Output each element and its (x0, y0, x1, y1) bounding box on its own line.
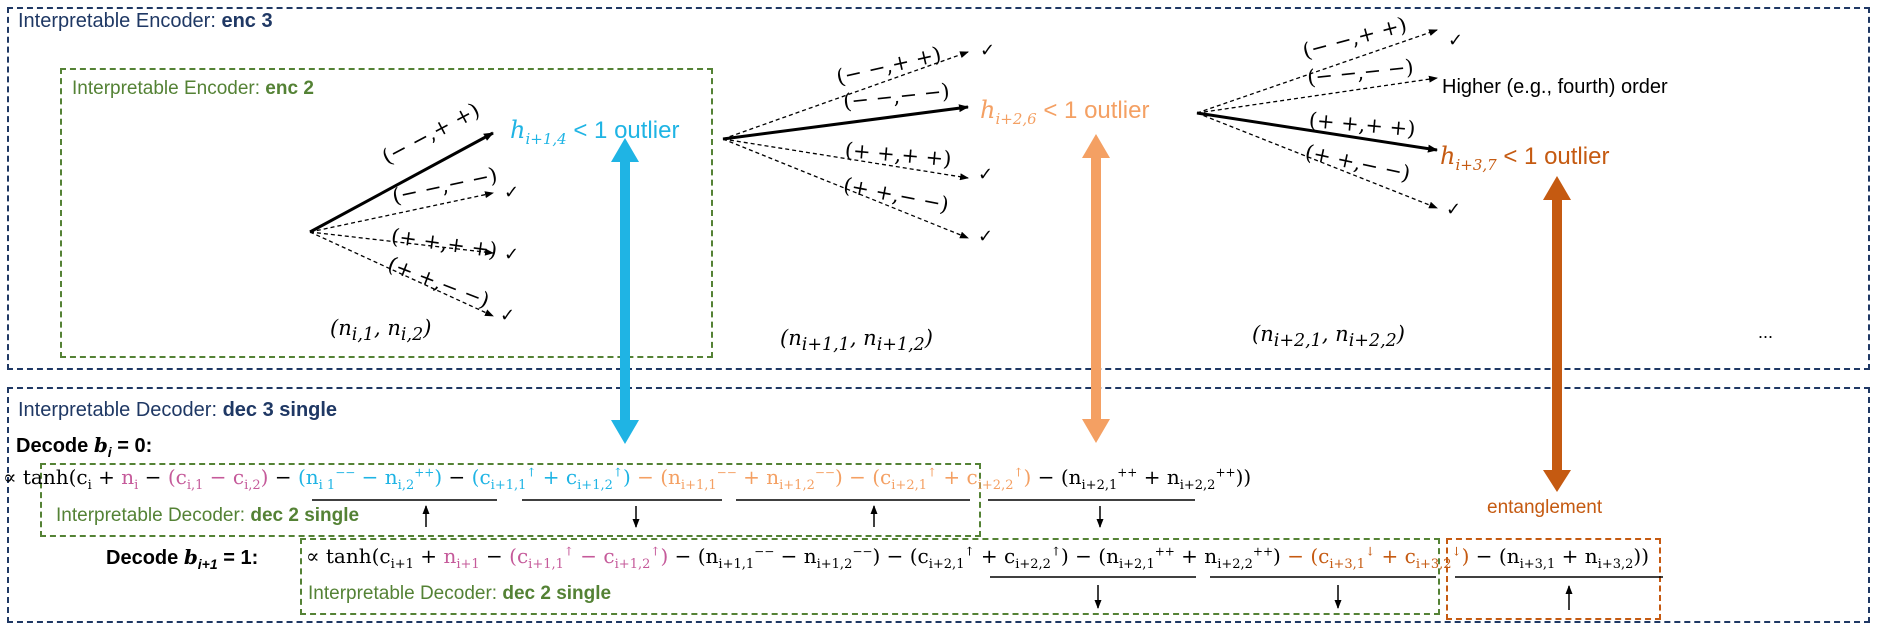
equation-row1: ∝ tanh(ci + ni − (ci,1 − ci,2) − (ni 1−−… (3, 465, 1252, 493)
equation-row2: ∝ tanh(ci+1 + ni+1 − (ci+1,1↑ − ci+1,2↑)… (306, 544, 1650, 572)
outlier-label-2: hi+2,6 < 1 outlier (980, 96, 1150, 128)
outlier-label-1: hi+1,4 < 1 outlier (510, 116, 680, 148)
brown-double-arrow (1543, 176, 1571, 492)
decoder-dec2-title-row2: Interpretable Decoder: dec 2 single (308, 583, 612, 604)
check-mark: ✓ (504, 244, 520, 265)
check-mark: ✓ (500, 305, 516, 326)
decoder-dec2-box-row1 (40, 463, 981, 537)
fan-group-1 (309, 131, 494, 317)
entanglement-box (1446, 538, 1661, 620)
row1-underlines (312, 499, 1195, 528)
decode-bi1-label: Decode bi+1 = 1: (106, 545, 259, 572)
decoder-dec2-box-row2 (300, 538, 1440, 615)
check-mark: ✓ (978, 164, 994, 185)
check-mark: ✓ (1446, 199, 1462, 220)
check-mark: ✓ (1448, 30, 1464, 51)
orange-double-arrow (1082, 134, 1110, 443)
decoder-dec3-title: Interpretable Decoder: dec 3 single (18, 399, 338, 421)
cyan-double-arrow (611, 138, 639, 444)
encoder-enc3-box (7, 7, 1870, 370)
check-mark: ✓ (504, 182, 520, 203)
outlier-label-3: hi+3,7 < 1 outlier (1440, 142, 1610, 174)
check-mark: ✓ (978, 226, 994, 247)
check-mark: ✓ (980, 40, 996, 61)
decoder-dec2-title-row1: Interpretable Decoder: dec 2 single (56, 505, 360, 526)
decoder-dec3-box (7, 387, 1870, 623)
higher-order-label: Higher (e.g., fourth) order (1442, 76, 1668, 98)
pair-label-1: (ni,1, ni,2) (330, 316, 432, 346)
encoder-enc2-box (60, 68, 713, 358)
fan-group-3 (1196, 29, 1438, 209)
ellipsis: ... (1758, 322, 1774, 342)
encoder-enc2-title: Interpretable Encoder: enc 2 (72, 78, 314, 99)
pair-label-2: (ni+1,1, ni+1,2) (780, 326, 933, 356)
row2-underlines (990, 576, 1663, 610)
decode-bi-label: Decode bi = 0: (16, 433, 153, 460)
encoder-enc3-title: Interpretable Encoder: enc 3 (18, 10, 273, 32)
entanglement-label: entanglement (1487, 497, 1603, 518)
fan-group-2 (722, 51, 969, 239)
pair-label-3: (ni+2,1, ni+2,2) (1252, 322, 1405, 352)
